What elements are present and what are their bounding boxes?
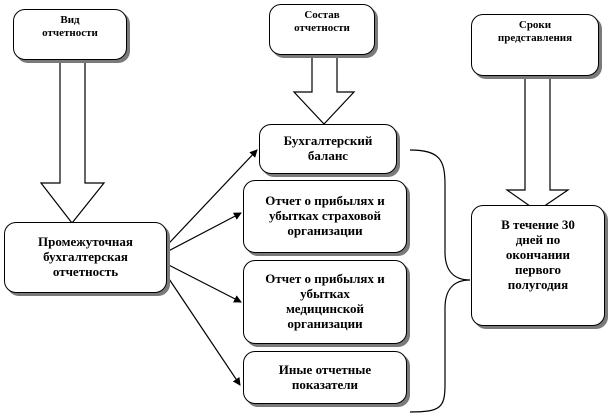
arrow-to-other-indicators xyxy=(154,257,241,386)
submission-deadline-header: Сроки представления xyxy=(471,14,599,76)
grouping-brace xyxy=(409,149,471,413)
medical-income-report-box: Отчет о прибылях и убытках медицинской о… xyxy=(243,260,407,344)
down-arrow-composition xyxy=(292,54,356,125)
deadline-term-box: В течение 30 дней по окончании первого п… xyxy=(471,205,605,326)
report-type-header: Вид отчетности xyxy=(13,9,127,60)
other-indicators-box: Иные отчетные показатели xyxy=(243,351,407,404)
insurance-income-report-box: Отчет о прибылях и убытках страховой орг… xyxy=(243,180,407,253)
arrow-to-medical-report xyxy=(154,257,242,303)
arrow-to-insurance-report xyxy=(154,212,242,259)
report-composition-header-label: Состав отчетности xyxy=(294,9,350,34)
arrow-to-balance xyxy=(154,149,258,259)
medical-income-report-label: Отчет о прибылях и убытках медицинской о… xyxy=(265,271,385,331)
report-composition-header: Состав отчетности xyxy=(269,4,375,55)
submission-deadline-header-label: Сроки представления xyxy=(497,19,573,44)
report-type-header-label: Вид отчетности xyxy=(42,14,98,39)
deadline-term-label: В течение 30 дней по окончании первого п… xyxy=(501,217,575,292)
balance-sheet-box: Бухгалтерский баланс xyxy=(259,124,397,174)
insurance-income-report-label: Отчет о прибылях и убытках страховой орг… xyxy=(265,193,385,238)
interim-report-box: Промежуточная бухгалтерская отчетность xyxy=(4,222,167,293)
balance-sheet-label: Бухгалтерский баланс xyxy=(283,133,373,163)
down-arrow-deadline xyxy=(505,75,570,212)
other-indicators-label: Иные отчетные показатели xyxy=(278,361,372,392)
interim-report-label: Промежуточная бухгалтерская отчетность xyxy=(38,234,133,279)
down-arrow-type xyxy=(39,59,106,224)
